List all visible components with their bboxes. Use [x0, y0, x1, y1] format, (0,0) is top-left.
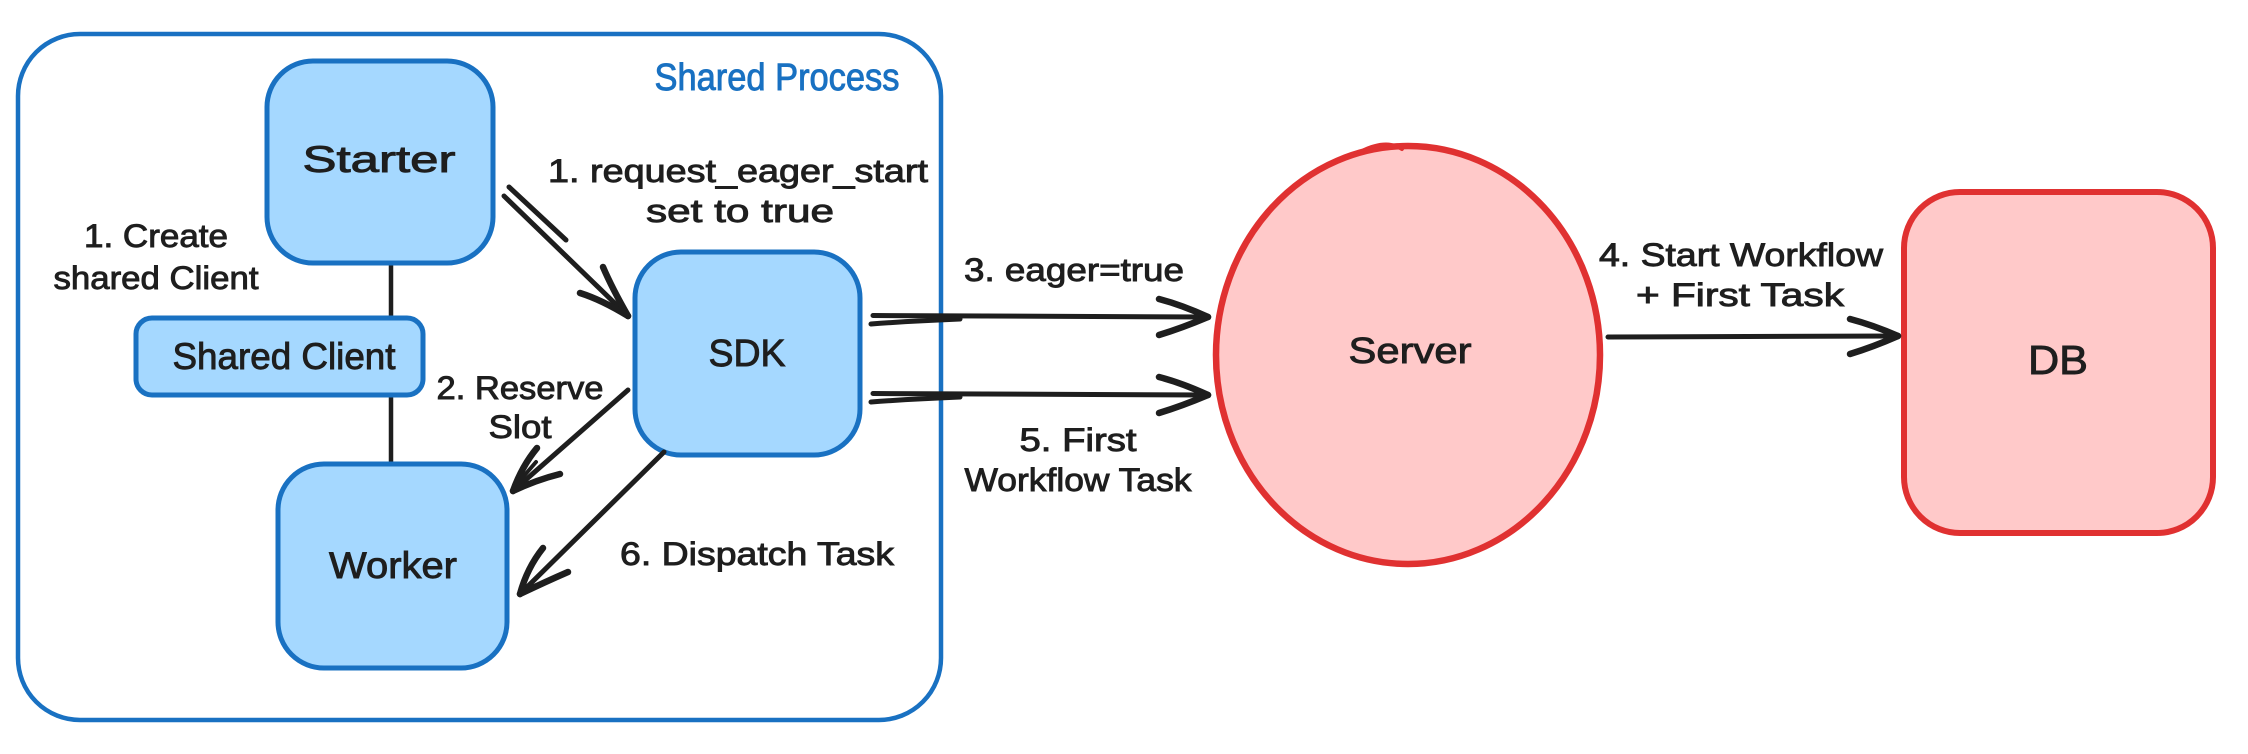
svg-text:Workflow Task: Workflow Task — [965, 462, 1193, 498]
svg-text:Slot: Slot — [489, 409, 552, 445]
svg-text:Starter: Starter — [303, 139, 456, 180]
svg-text:5. First: 5. First — [1020, 422, 1137, 458]
svg-text:Worker: Worker — [329, 545, 457, 586]
svg-text:2. Reserve: 2. Reserve — [437, 370, 604, 406]
svg-text:Server: Server — [1349, 330, 1472, 371]
svg-text:+ First Task: + First Task — [1636, 277, 1845, 313]
svg-text:6. Dispatch Task: 6. Dispatch Task — [620, 536, 895, 572]
svg-text:Shared Client: Shared Client — [173, 336, 397, 377]
svg-text:4. Start Workflow: 4. Start Workflow — [1599, 237, 1884, 273]
svg-text:1. request_eager_start: 1. request_eager_start — [548, 153, 928, 189]
svg-text:SDK: SDK — [709, 333, 786, 375]
svg-text:DB: DB — [2028, 337, 2088, 383]
svg-text:shared Client: shared Client — [54, 260, 259, 296]
svg-text:set to true: set to true — [646, 193, 834, 229]
svg-text:Shared Process: Shared Process — [655, 57, 900, 99]
svg-text:1. Create: 1. Create — [84, 218, 228, 254]
svg-text:3. eager=true: 3. eager=true — [964, 252, 1184, 288]
